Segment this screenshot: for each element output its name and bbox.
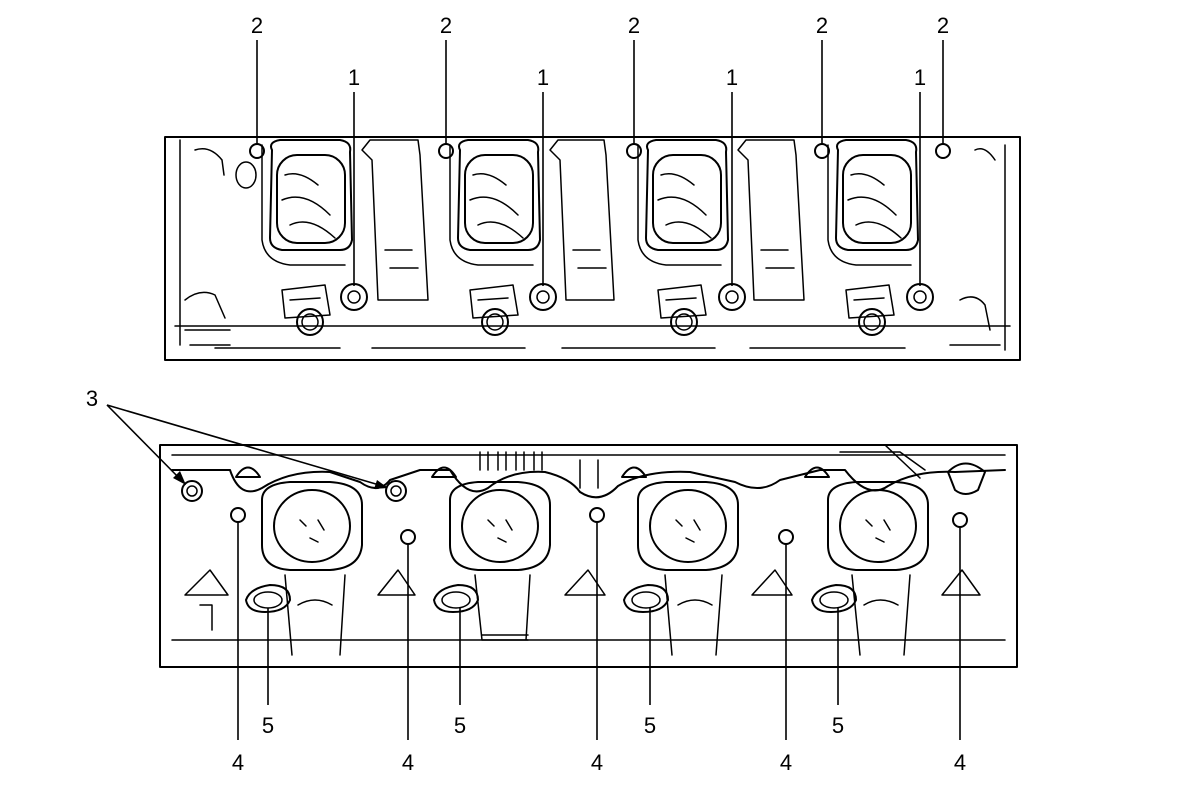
callout-1c: 1 <box>726 65 738 90</box>
callout-2b: 2 <box>440 13 452 38</box>
upper-port-4 <box>827 139 919 266</box>
lower-port-3 <box>637 481 739 571</box>
callout-4d: 4 <box>780 750 792 775</box>
callout-5a: 5 <box>262 713 274 738</box>
callout-4c: 4 <box>591 750 603 775</box>
upper-stud-holes <box>249 143 951 159</box>
callout-5b: 5 <box>454 713 466 738</box>
lower-port-1 <box>261 481 363 571</box>
callout-4b: 4 <box>402 750 414 775</box>
callout-1a: 1 <box>348 65 360 90</box>
upper-port-2 <box>449 139 541 266</box>
lower-port-plug-bosses <box>245 584 857 613</box>
callout-2d: 2 <box>816 13 828 38</box>
callout-2e: 2 <box>937 13 949 38</box>
upper-head-view <box>164 40 1021 361</box>
callout-4a: 4 <box>232 750 244 775</box>
callout-5c: 5 <box>644 713 656 738</box>
callout-1d: 1 <box>914 65 926 90</box>
upper-head-outline <box>164 136 1021 361</box>
callout-3: 3 <box>86 386 98 411</box>
upper-port-3 <box>637 139 729 266</box>
callout-5d: 5 <box>832 713 844 738</box>
upper-fastener-bosses <box>340 283 934 311</box>
upper-cam-plugs <box>296 308 886 336</box>
callout-4e: 4 <box>954 750 966 775</box>
callout-2a: 2 <box>251 13 263 38</box>
callout-1b: 1 <box>537 65 549 90</box>
lower-dowels <box>181 480 407 502</box>
lower-port-4 <box>827 481 929 571</box>
callout-2c: 2 <box>628 13 640 38</box>
lower-head-view <box>106 404 1018 740</box>
lower-head-outline <box>159 444 1018 668</box>
upper-port-1 <box>261 139 353 266</box>
lower-port-2 <box>449 481 551 571</box>
lower-stud-holes <box>230 507 968 545</box>
